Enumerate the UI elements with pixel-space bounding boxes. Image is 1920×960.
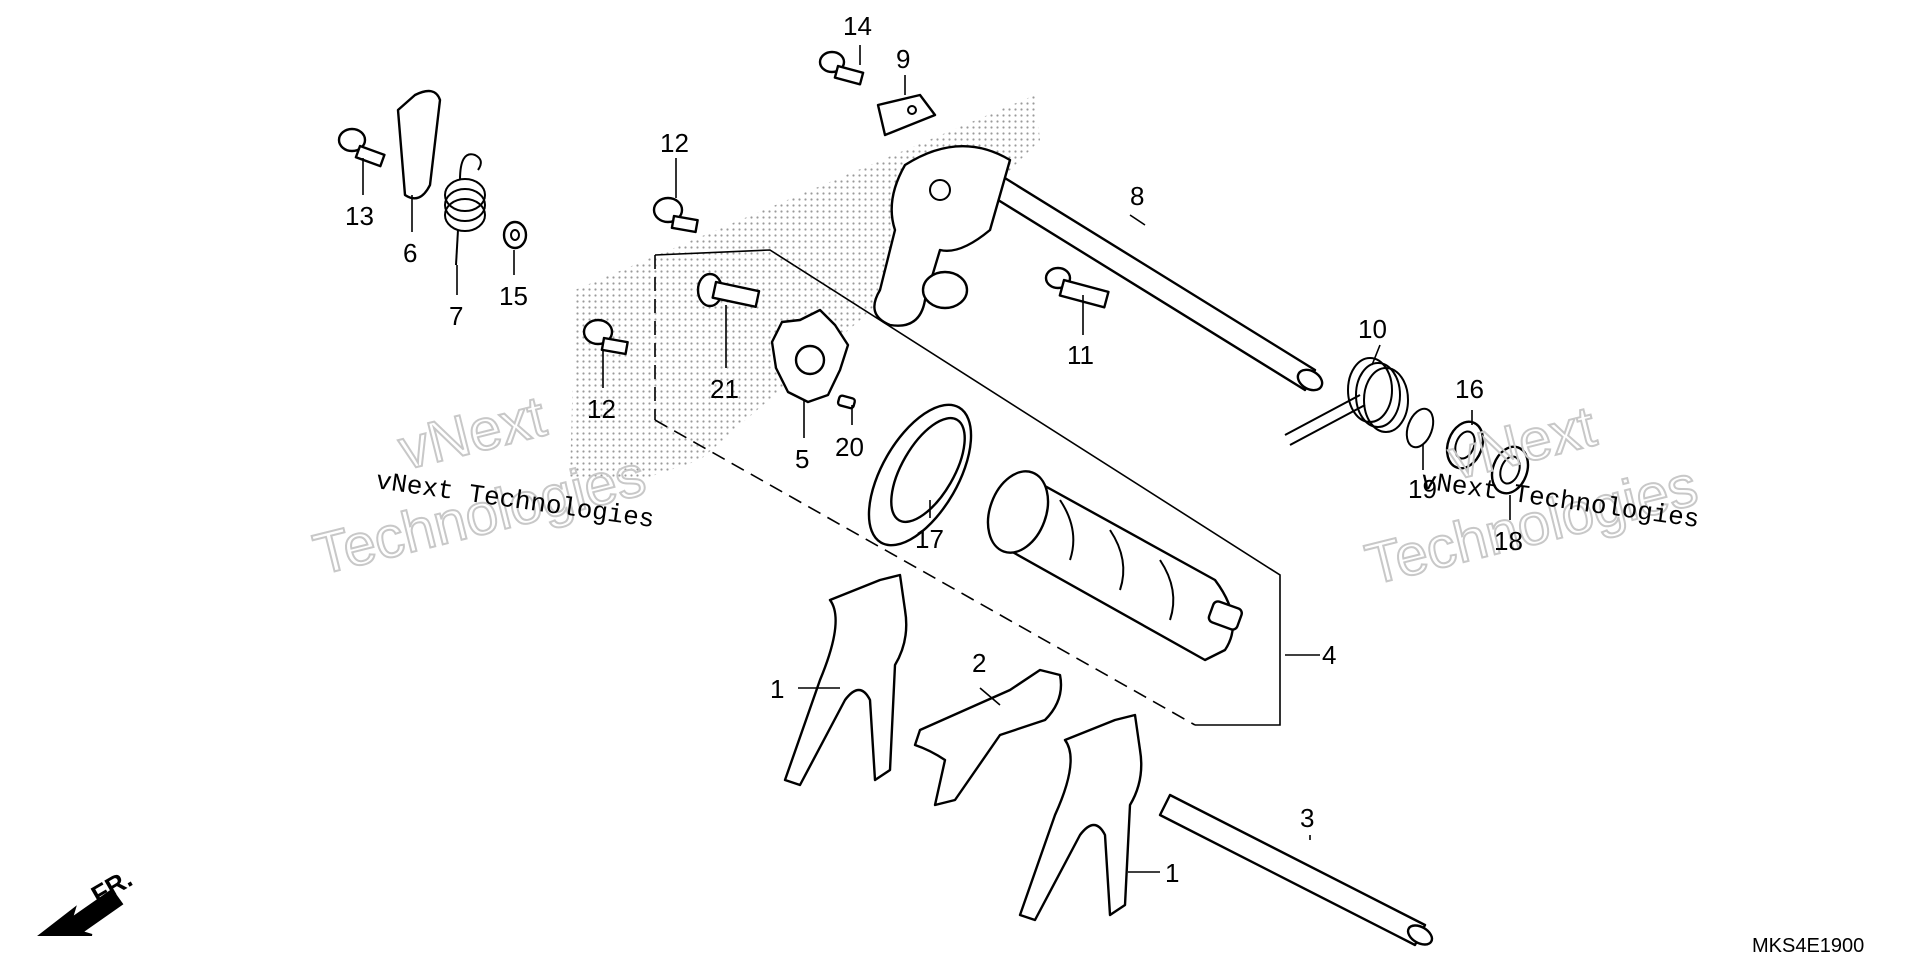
part-1-fork-lower [1018,713,1143,922]
svg-text:vNext: vNext [392,384,552,483]
part-5-star-plate [770,308,850,404]
part-18-seal [1490,445,1530,495]
callout-8: 8 [1130,181,1144,211]
callout-5: 5 [795,444,809,474]
callout-18: 18 [1494,526,1523,556]
part-12-lower-bolt [582,318,629,356]
callout-7: 7 [449,301,463,331]
part-14-bolt [818,50,865,86]
callout-20: 20 [835,432,864,462]
part-8-shift-spindle [873,144,1324,392]
part-1-fork-upper [783,573,908,787]
callout-19: 19 [1408,474,1437,504]
callout-4: 4 [1322,640,1336,670]
part-11-bolt [1044,266,1110,309]
part-12-upper-bolt [652,196,699,234]
part-4-shift-drum [986,470,1243,662]
callout-15: 15 [499,281,528,311]
assembly-outline-dashed-bottom [654,419,1196,726]
assembly-outline [654,249,1281,726]
callout-14: 14 [843,11,872,41]
part-16-washer [1445,420,1485,470]
callout-1-upper: 1 [770,674,784,704]
callout-2: 2 [972,648,986,678]
callout-11: 11 [1067,340,1094,370]
front-direction-arrow: FR. [37,863,137,936]
part-21-bolt [696,272,761,308]
part-10-spring [1284,357,1409,446]
callout-21: 21 [710,374,739,404]
diagram-code: MKS4E1900 [1752,935,1864,957]
part-15-washer [502,220,528,250]
callout-12-lower: 12 [587,394,616,424]
callout-9: 9 [896,44,910,74]
leader-lines [362,45,1511,873]
callout-1-lower: 1 [1165,858,1179,888]
callout-10: 10 [1358,314,1387,344]
callout-17: 17 [915,524,944,554]
part-20-pin [836,394,856,410]
part-17-bearing [867,403,973,547]
part-3-fork-shaft [1158,793,1434,947]
callout-3: 3 [1300,803,1314,833]
callout-13: 13 [345,201,374,231]
part-9-plate [876,93,937,137]
callout-16: 16 [1455,374,1484,404]
callout-12-upper: 12 [660,128,689,158]
part-2-fork [913,668,1063,807]
part-6-plate [396,89,442,200]
part-19-circlip [1405,407,1435,449]
part-13-bolt [337,127,386,168]
callout-6: 6 [403,238,417,268]
part-7-spring [444,153,486,266]
